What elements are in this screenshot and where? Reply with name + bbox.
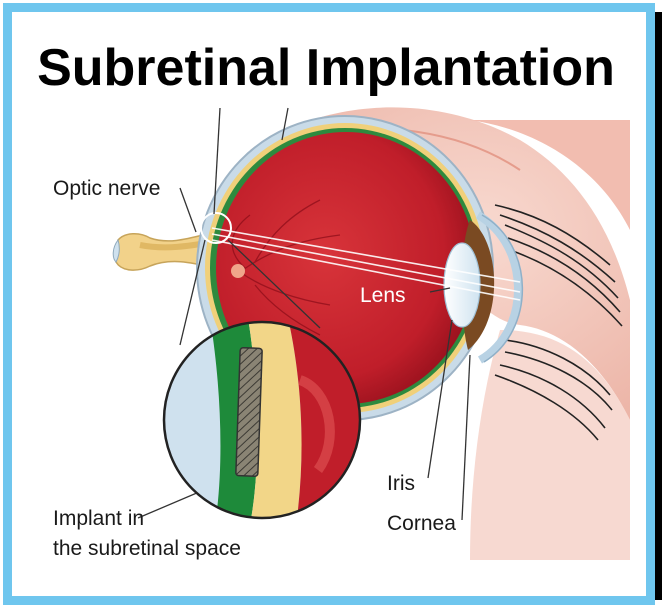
label-implant-line2: the subretinal space [53, 535, 241, 562]
label-implant-line1: Implant in [53, 505, 144, 532]
implant-chip [236, 348, 262, 477]
label-lens: Lens [360, 282, 406, 309]
label-iris: Iris [387, 470, 415, 497]
label-optic-nerve: Optic nerve [53, 175, 160, 202]
label-cornea: Cornea [387, 510, 456, 537]
page-title: Subretinal Implantation [0, 38, 652, 98]
